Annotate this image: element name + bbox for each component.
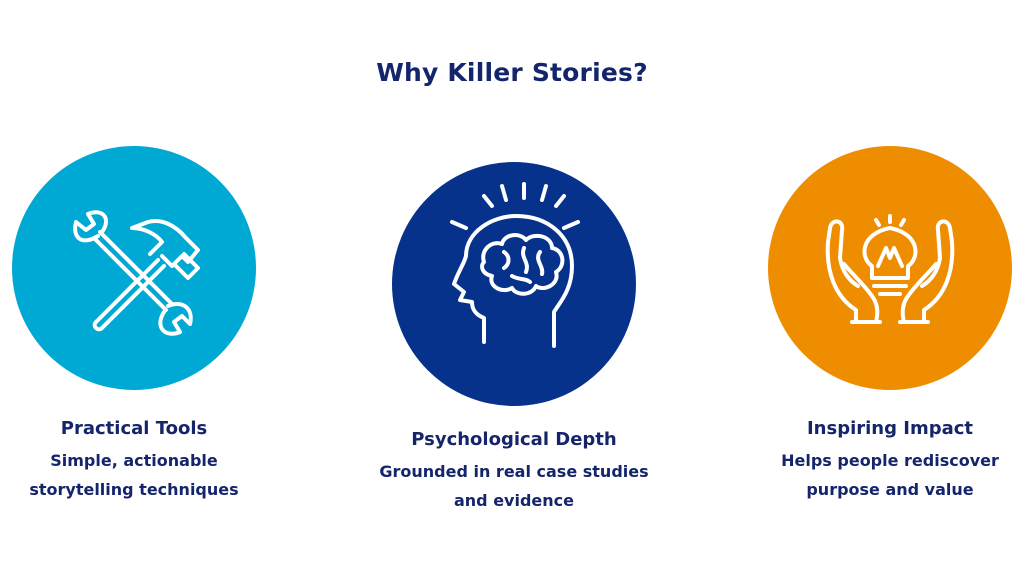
feature-description: Grounded in real case studies and eviden… bbox=[364, 457, 664, 515]
impact-circle bbox=[768, 146, 1012, 390]
tools-text: Practical Tools Simple, actionable story… bbox=[0, 418, 284, 504]
feature-description-line: Grounded in real case studies bbox=[379, 462, 649, 481]
feature-description-line: Simple, actionable bbox=[50, 451, 218, 470]
depth-text: Psychological Depth Grounded in real cas… bbox=[364, 429, 664, 515]
feature-description-line: purpose and value bbox=[806, 480, 974, 499]
feature-description-line: storytelling techniques bbox=[29, 480, 239, 499]
feature-heading: Inspiring Impact bbox=[806, 418, 974, 439]
head-brain-icon bbox=[450, 182, 580, 348]
feature-description: Simple, actionable storytelling techniqu… bbox=[0, 446, 284, 504]
hands-lightbulb-icon bbox=[825, 214, 955, 324]
tools-circle bbox=[12, 146, 256, 390]
wrench-hammer-icon bbox=[73, 210, 200, 336]
impact-text: Inspiring Impact Helps people rediscover… bbox=[740, 418, 1024, 504]
page-title: Why Killer Stories? bbox=[376, 58, 648, 87]
feature-heading: Psychological Depth bbox=[411, 429, 617, 450]
feature-heading: Practical Tools bbox=[60, 418, 208, 439]
feature-description: Helps people rediscover purpose and valu… bbox=[740, 446, 1024, 504]
depth-circle bbox=[392, 162, 636, 406]
feature-description-line: Helps people rediscover bbox=[781, 451, 999, 470]
feature-description-line: and evidence bbox=[453, 491, 574, 510]
